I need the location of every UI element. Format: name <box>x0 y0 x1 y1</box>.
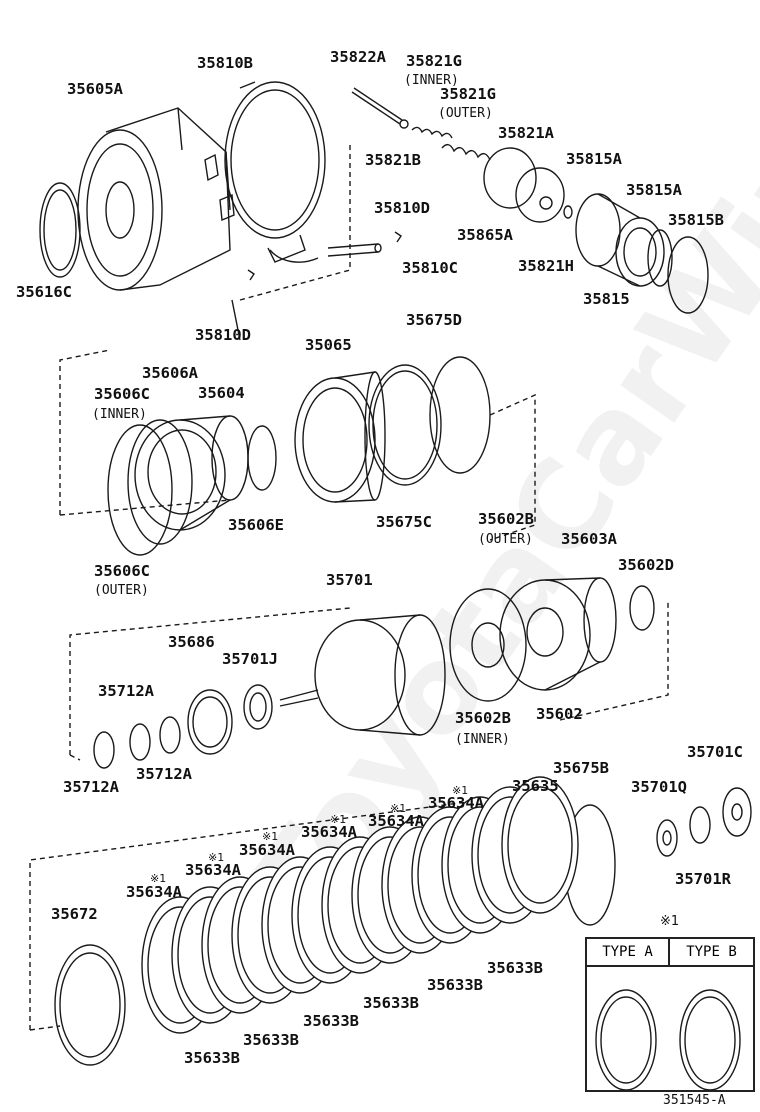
part-label-35633b-5: 35633B <box>243 1031 299 1049</box>
part-label-35633b-6: 35633B <box>184 1049 240 1067</box>
part-label-35821b: 35821B <box>365 151 421 169</box>
part-label-35633b-4: 35633B <box>303 1012 359 1030</box>
part-label-35635: 35635 <box>512 777 559 795</box>
part-label-35634a-1: 35634A <box>428 794 484 812</box>
part-label-35603a: 35603A <box>561 530 617 548</box>
type-table-note-mark: ※1 <box>660 914 680 929</box>
part-label-35605a: 35605A <box>67 80 123 98</box>
part-label-35815a-2: 35815A <box>626 181 682 199</box>
part-label-35810c: 35810C <box>402 259 458 277</box>
part-label-35675d: 35675D <box>406 311 462 329</box>
part-label-35604: 35604 <box>198 384 245 402</box>
clutch-plate-inner <box>507 786 573 904</box>
drum-35605a <box>77 107 235 291</box>
part-label-35822a: 35822A <box>330 48 386 66</box>
part-label-35821g-inner: 35821G <box>406 52 462 70</box>
note-mark: ※1 <box>262 830 279 843</box>
band-35810b <box>224 81 326 263</box>
part-label-35634a-6: 35634A <box>126 883 182 901</box>
clutch-plates <box>141 776 579 1034</box>
part-label-35634a-4: 35634A <box>239 841 295 859</box>
part-sub-inner-3: (INNER) <box>455 732 510 747</box>
part-label-35633b-2: 35633B <box>427 976 483 994</box>
part-sub-inner: (INNER) <box>404 73 459 88</box>
part-label-35672: 35672 <box>51 905 98 923</box>
part-label-35065: 35065 <box>305 336 352 354</box>
part-label-35865a: 35865A <box>457 226 513 244</box>
note-mark: ※1 <box>150 872 167 885</box>
part-label-35815a-1: 35815A <box>566 150 622 168</box>
part-label-35606c-inner: 35606C <box>94 385 150 403</box>
part-label-35675b: 35675B <box>553 759 609 777</box>
part-label-35712a-3: 35712A <box>63 778 119 796</box>
part-sub-inner-2: (INNER) <box>92 407 147 422</box>
part-label-35634a-3: 35634A <box>301 823 357 841</box>
part-sub-outer-3: (OUTER) <box>94 583 149 598</box>
part-label-35633b-1: 35633B <box>487 959 543 977</box>
part-label-35633b-3: 35633B <box>363 994 419 1012</box>
part-label-35602b-inner: 35602B <box>455 709 511 727</box>
part-sub-outer-2: (OUTER) <box>478 532 533 547</box>
part-label-35634a-5: 35634A <box>185 861 241 879</box>
part-label-35815b: 35815B <box>668 211 724 229</box>
part-label-35606c-outer: 35606C <box>94 562 150 580</box>
note-mark: ※1 <box>390 802 407 815</box>
note-mark: ※1 <box>452 784 469 797</box>
part-label-35606a: 35606A <box>142 364 198 382</box>
part-label-35602d: 35602D <box>618 556 674 574</box>
part-label-35821h: 35821H <box>518 257 574 275</box>
part-label-35701: 35701 <box>326 571 373 589</box>
clutch-plate <box>501 776 579 914</box>
note-mark: ※1 <box>208 851 225 864</box>
part-label-35701q: 35701Q <box>631 778 687 796</box>
part-label-35686: 35686 <box>168 633 215 651</box>
part-label-35815: 35815 <box>583 290 630 308</box>
part-label-35602b-outer: 35602B <box>478 510 534 528</box>
part-sub-outer: (OUTER) <box>438 106 493 121</box>
reference-id: 351545-A <box>663 1093 726 1108</box>
part-label-35821a: 35821A <box>498 124 554 142</box>
part-label-35810d-2: 35810D <box>195 326 251 344</box>
type-table: TYPE A TYPE B <box>585 937 755 1092</box>
type-a-header: TYPE A <box>587 939 670 967</box>
part-label-35810d-1: 35810D <box>374 199 430 217</box>
part-label-35712a-1: 35712A <box>98 682 154 700</box>
part-label-35701r: 35701R <box>675 870 731 888</box>
type-b-header: TYPE B <box>670 939 753 967</box>
part-label-35712a-2: 35712A <box>136 765 192 783</box>
part-label-35606e: 35606E <box>228 516 284 534</box>
part-label-35616c: 35616C <box>16 283 72 301</box>
part-label-35675c: 35675C <box>376 513 432 531</box>
part-label-35810b: 35810B <box>197 54 253 72</box>
part-label-35821g-outer: 35821G <box>440 85 496 103</box>
part-label-35701j: 35701J <box>222 650 278 668</box>
part-label-35634a-2: 35634A <box>368 812 424 830</box>
note-mark: ※1 <box>330 813 347 826</box>
part-label-35701c: 35701C <box>687 743 743 761</box>
part-label-35602: 35602 <box>536 705 583 723</box>
